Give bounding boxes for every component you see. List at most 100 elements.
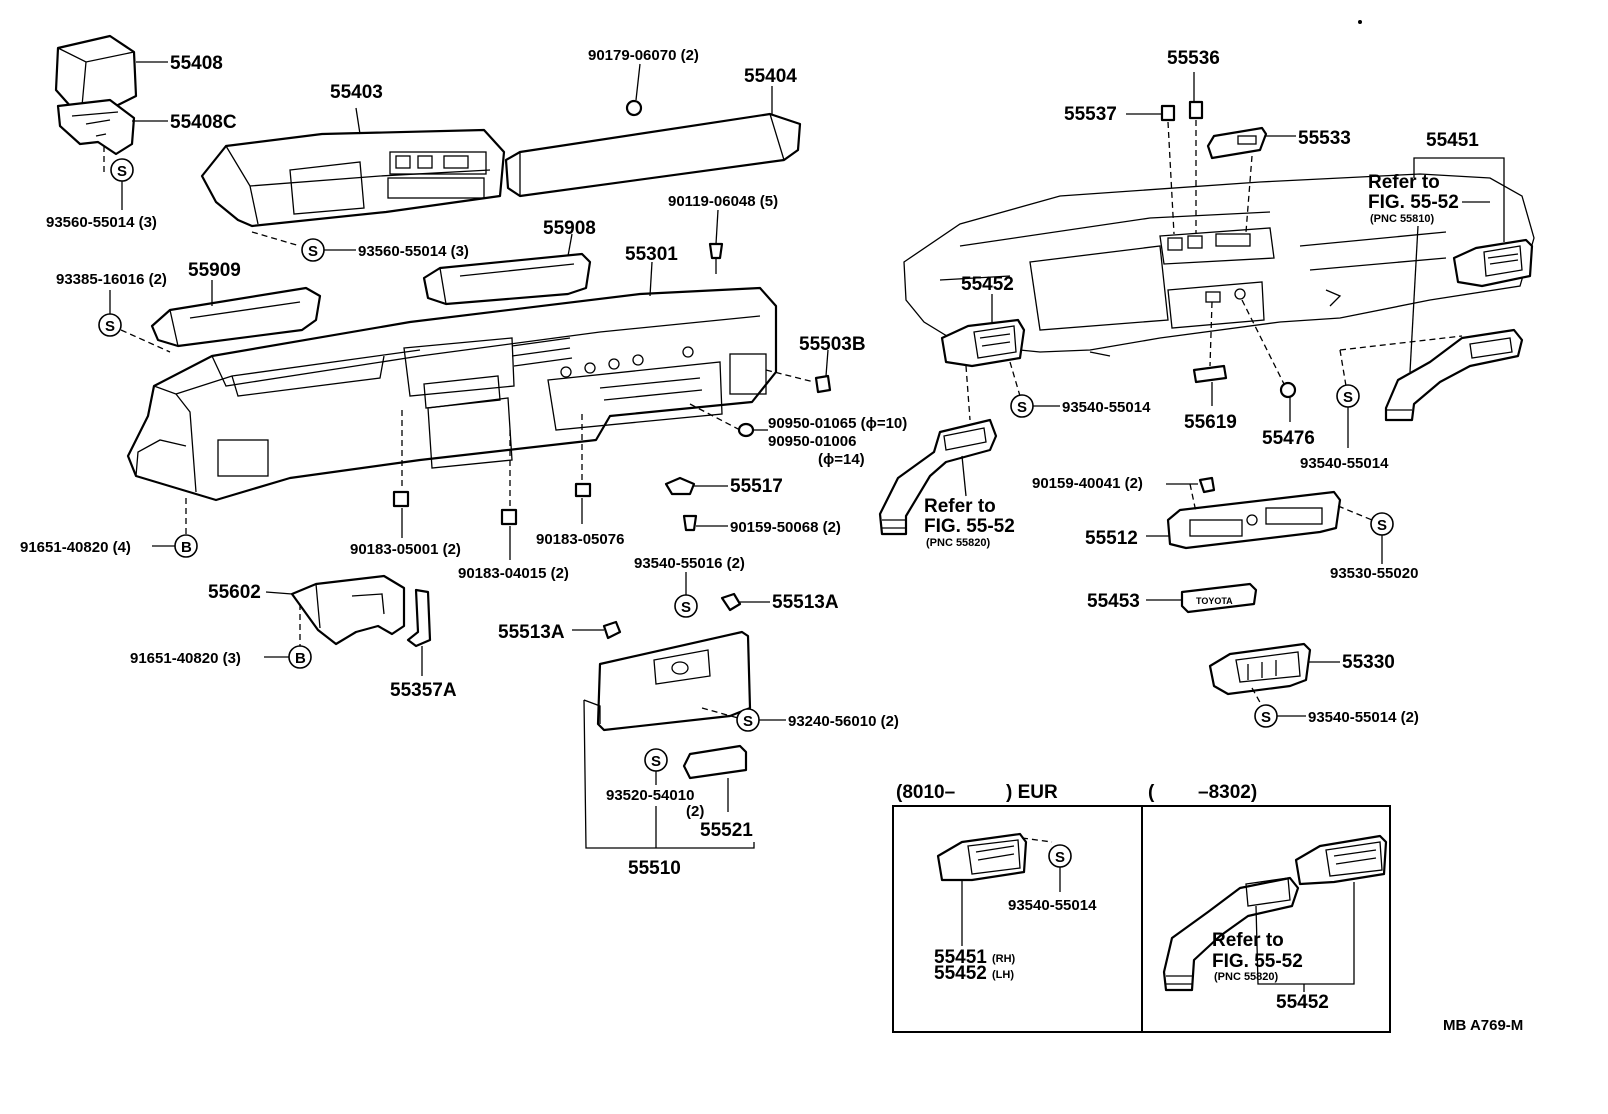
label-90950a: 90950-01065 (ϕ=10) <box>768 415 907 432</box>
part-55408c-bracket <box>56 98 136 156</box>
label-55513a-r: 55513A <box>772 592 839 613</box>
leader-ref2 <box>961 455 967 497</box>
label-93240: 93240-56010 (2) <box>788 713 899 730</box>
label-55403: 55403 <box>330 82 383 103</box>
part-55403-upper-panel <box>200 128 506 228</box>
label-55503b: 55503B <box>799 334 866 355</box>
part-55404-panel <box>504 112 802 198</box>
label-90159b: 90159-50068 (2) <box>730 519 841 536</box>
dash-right-duct2 <box>1339 349 1347 387</box>
dash-55476 <box>1241 299 1285 385</box>
part-55537-switch <box>1160 104 1176 122</box>
part-55451-duct <box>1384 328 1524 422</box>
label-93560b: 93560-55014 (3) <box>358 243 469 260</box>
label-90950b-note: (ϕ=14) <box>818 451 865 468</box>
label-93540c: 93540-55016 (2) <box>634 555 745 572</box>
part-55533-switch <box>1206 126 1268 160</box>
screw-symbol-93540b: S <box>1336 384 1360 408</box>
part-55521-lock <box>682 744 748 780</box>
label-55301: 55301 <box>625 244 678 265</box>
part-55452-duct <box>878 418 998 536</box>
label-93540d: 93540-55014 (2) <box>1308 709 1419 726</box>
label-91651a: 91651-40820 (4) <box>20 539 131 556</box>
label-55533: 55533 <box>1298 128 1351 149</box>
dash-90159a <box>1189 483 1197 513</box>
label-55451: 55451 <box>1426 130 1479 151</box>
screw-symbol-93540d: S <box>1254 704 1278 728</box>
label-55537: 55537 <box>1064 104 1117 125</box>
part-55503b-clip <box>814 374 832 394</box>
label-ref1a: Refer to <box>1368 172 1440 193</box>
label-inset-55451: 55451 <box>934 947 987 968</box>
label-ref2c: (PNC 55820) <box>926 537 991 549</box>
label-55517: 55517 <box>730 476 783 497</box>
screw-symbol-3: S <box>98 313 122 337</box>
inset-vent-left <box>936 832 1028 882</box>
leader-ref1-down <box>1409 225 1419 373</box>
leader-90179 <box>635 63 641 101</box>
leader-55602 <box>265 591 293 595</box>
part-55357a-strip <box>406 588 432 648</box>
svg-text:S: S <box>1055 849 1065 866</box>
label-55452: 55452 <box>961 274 1014 295</box>
part-55619-switch <box>1192 364 1228 384</box>
label-93520-qty: (2) <box>686 803 704 820</box>
inset-vent-right <box>1294 834 1388 886</box>
dash-55619 <box>1209 301 1213 367</box>
label-55513a-l: 55513A <box>498 622 565 643</box>
label-55510: 55510 <box>628 858 681 879</box>
dash-55537 <box>1167 121 1175 235</box>
inset-left-title-a: (8010– <box>896 782 955 803</box>
dash-93385 <box>120 329 171 353</box>
svg-text:S: S <box>308 243 318 260</box>
label-inset-55451-side: (RH) <box>992 953 1016 965</box>
screw-symbol-2: S <box>301 238 325 262</box>
inset-duct-right <box>1162 876 1300 992</box>
label-55619: 55619 <box>1184 412 1237 433</box>
screw-symbol-93520: S <box>644 748 668 772</box>
label-93385: 93385-16016 (2) <box>56 271 167 288</box>
part-90183-04015-nut <box>500 508 518 526</box>
label-93530: 93530-55020 <box>1330 565 1418 582</box>
part-55908-bar <box>422 252 592 306</box>
dash-55452-b <box>1009 361 1021 397</box>
reference-code: MB A769-M <box>1443 1017 1523 1034</box>
screw-symbol-93540c: S <box>674 594 698 618</box>
label-ref1c: (PNC 55810) <box>1370 213 1435 225</box>
inset-right-title-a: ( <box>1148 782 1155 803</box>
part-55513a-right <box>720 592 742 612</box>
label-inset-55452: 55452 <box>934 963 987 984</box>
svg-text:B: B <box>181 539 192 556</box>
label-93540b: 93540-55014 <box>1300 455 1389 472</box>
part-90179-clip <box>625 99 643 117</box>
leader-90119 <box>715 209 719 245</box>
screw-symbol-93530: S <box>1370 512 1394 536</box>
part-55451-vent <box>1452 238 1534 288</box>
label-55512: 55512 <box>1085 528 1138 549</box>
part-55453-emblem: TOYOTA <box>1180 582 1258 614</box>
part-90159-40041-screw <box>1198 476 1216 494</box>
svg-text:S: S <box>651 753 661 770</box>
dash-55503b <box>765 369 815 383</box>
inset-right-title-b: –8302) <box>1198 782 1257 803</box>
part-90183-05076-nut <box>574 482 592 498</box>
part-55330-vent <box>1208 642 1312 696</box>
label-inset-93540: 93540-55014 <box>1008 897 1097 914</box>
part-55512-panel <box>1166 490 1342 550</box>
label-93540a: 93540-55014 <box>1062 399 1151 416</box>
svg-text:S: S <box>1343 389 1353 406</box>
screw-symbol-1: S <box>110 158 134 182</box>
label-90183c: 90183-05076 <box>536 531 624 548</box>
part-55452-vent <box>940 318 1026 368</box>
dash-right-duct <box>1339 335 1463 351</box>
stray-dot <box>1358 20 1362 24</box>
label-55476: 55476 <box>1262 428 1315 449</box>
label-inset-ref-c: (PNC 55820) <box>1214 971 1279 983</box>
screw-symbol-inset: S <box>1048 844 1072 868</box>
svg-text:S: S <box>681 599 691 616</box>
svg-text:S: S <box>1261 709 1271 726</box>
label-93560a: 93560-55014 (3) <box>46 214 157 231</box>
leader-55503b <box>825 349 829 377</box>
label-93520: 93520-54010 <box>606 787 694 804</box>
label-55408: 55408 <box>170 53 223 74</box>
